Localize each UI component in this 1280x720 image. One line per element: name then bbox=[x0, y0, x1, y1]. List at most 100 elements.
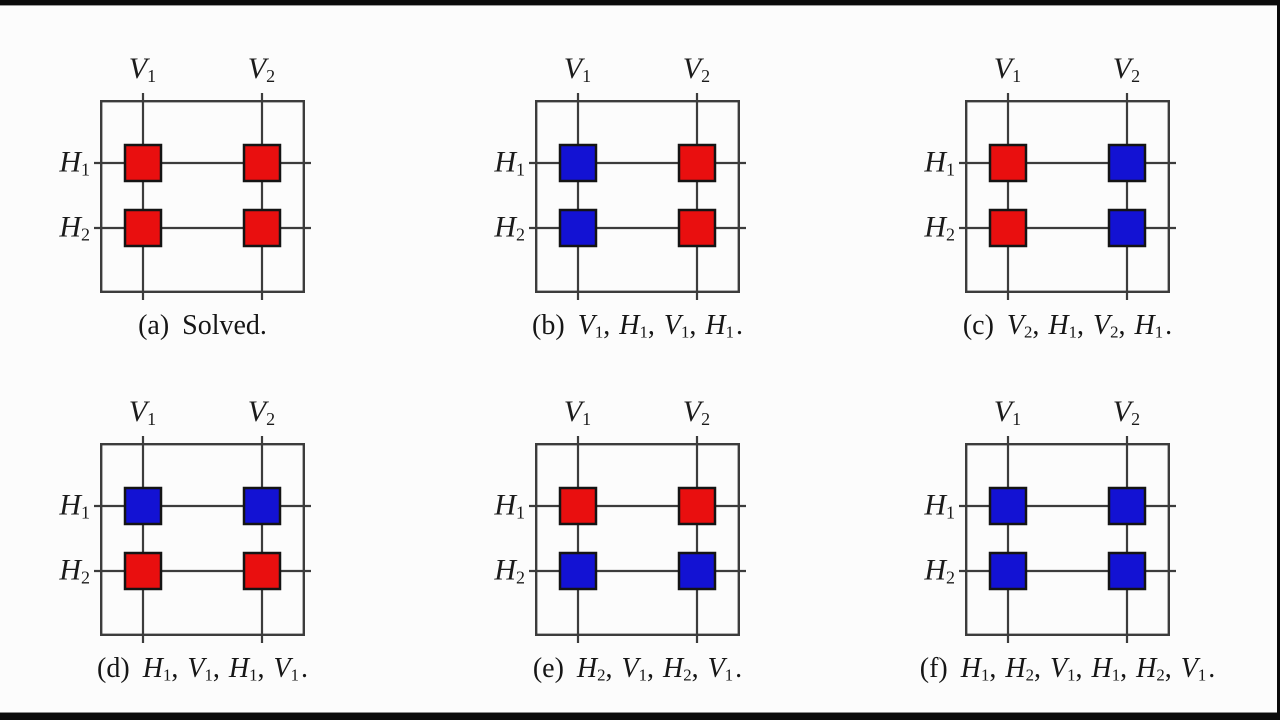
caption-move-c-4: H1 bbox=[1135, 310, 1164, 341]
row-label-h2-sub: 2 bbox=[516, 224, 525, 245]
caption-move-b-4-sub: 1 bbox=[725, 322, 734, 342]
caption-f: (f)H1,H2,V1,H1,H2,V1. bbox=[920, 653, 1215, 685]
square-h1-v2-red bbox=[242, 143, 282, 183]
square-h1-v1-red bbox=[558, 486, 598, 526]
caption-text-a: Solved. bbox=[182, 310, 267, 341]
caption-index-a: (a) bbox=[138, 310, 170, 341]
col-label-v2: V2 bbox=[1112, 395, 1140, 428]
caption-index-d: (d) bbox=[97, 653, 130, 684]
caption-move-d-2-sub: 1 bbox=[204, 665, 213, 685]
caption-move-d-3: H1 bbox=[229, 653, 258, 684]
caption-move-f-2: H2 bbox=[1005, 653, 1034, 684]
row-label-h2-sub: 2 bbox=[946, 567, 955, 588]
square-h1-v1-red bbox=[988, 143, 1028, 183]
caption-move-b-3-base: V bbox=[663, 310, 681, 341]
caption-index-f: (f) bbox=[919, 653, 948, 684]
square-h2-v2-red bbox=[242, 208, 282, 248]
puzzle-grid bbox=[529, 93, 746, 300]
col-label-v2-base: V bbox=[247, 52, 267, 85]
caption-move-c-1-base: V bbox=[1006, 310, 1025, 341]
caption-period: . bbox=[1165, 310, 1173, 341]
col-label-v1: V1 bbox=[563, 395, 591, 428]
caption-index-c: (c) bbox=[962, 310, 994, 341]
letterbox-right-bar bbox=[1277, 0, 1280, 720]
caption-move-b-1-base: V bbox=[577, 310, 595, 341]
caption-move-d-3-sub: 1 bbox=[249, 665, 258, 685]
col-label-v1-base: V bbox=[128, 52, 148, 85]
col-label-v2-base: V bbox=[247, 395, 267, 428]
letterbox-top-bar bbox=[0, 0, 1280, 6]
caption-move-f-2-sub: 2 bbox=[1025, 665, 1034, 685]
col-label-v1-sub: 1 bbox=[1012, 65, 1022, 86]
caption-separator: , bbox=[605, 653, 613, 684]
row-label-h2-base: H bbox=[494, 553, 516, 587]
square-h1-v2-red bbox=[677, 143, 717, 183]
grid-border bbox=[965, 100, 1171, 294]
square-h2-v1-blue bbox=[988, 551, 1028, 591]
caption-move-f-5: H2 bbox=[1136, 653, 1165, 684]
row-label-h2-sub: 2 bbox=[81, 224, 90, 245]
caption-index-b: (b) bbox=[532, 310, 565, 341]
grid-border bbox=[100, 443, 306, 637]
caption-period: . bbox=[300, 653, 308, 684]
row-label-h1-sub: 1 bbox=[81, 502, 90, 523]
square-h2-v2-red bbox=[677, 208, 717, 248]
row-label-h2: H2 bbox=[494, 553, 525, 587]
caption-a: (a) Solved. bbox=[138, 310, 267, 342]
row-label-h1-base: H bbox=[924, 488, 946, 522]
caption-move-e-4-sub: 1 bbox=[724, 665, 734, 685]
row-label-h2-base: H bbox=[59, 553, 81, 587]
square-h2-v1-blue bbox=[558, 208, 598, 248]
row-label-h1-sub: 1 bbox=[516, 502, 525, 523]
col-label-v2-sub: 2 bbox=[701, 65, 711, 86]
caption-period: . bbox=[735, 310, 743, 341]
col-label-v1-base: V bbox=[993, 52, 1013, 85]
row-label-h1: H1 bbox=[59, 490, 90, 523]
square-h1-v1-red bbox=[123, 143, 163, 183]
col-label-v2-sub: 2 bbox=[266, 408, 276, 429]
square-h1-v1-blue bbox=[558, 143, 598, 183]
row-label-h1: H1 bbox=[494, 147, 525, 180]
row-label-h2-sub: 2 bbox=[81, 567, 90, 588]
col-label-v1-sub: 1 bbox=[582, 65, 592, 86]
row-label-h1-sub: 1 bbox=[516, 159, 525, 180]
caption-move-d-4: V1 bbox=[273, 653, 299, 684]
caption-separator: , bbox=[691, 653, 699, 684]
square-h1-v2-red bbox=[677, 486, 717, 526]
caption-separator: , bbox=[603, 310, 611, 341]
square-h2-v1-red bbox=[988, 208, 1028, 248]
caption-move-f-4: H1 bbox=[1091, 653, 1120, 684]
row-label-h2: H2 bbox=[924, 553, 955, 588]
col-label-v2-base: V bbox=[1112, 395, 1132, 428]
caption-move-d-1: H1 bbox=[143, 653, 172, 684]
col-label-v1-sub: 1 bbox=[1012, 408, 1022, 429]
row-label-h1: H1 bbox=[494, 490, 525, 523]
col-label-v1-base: V bbox=[563, 395, 583, 428]
caption-move-d-1-base: H bbox=[142, 653, 163, 684]
col-label-v2: V2 bbox=[683, 54, 711, 86]
col-label-v1-sub: 1 bbox=[147, 408, 157, 429]
caption-move-e-2-base: V bbox=[621, 653, 639, 684]
caption-e: (e)H2,V1,H2,V1. bbox=[533, 653, 742, 685]
square-h1-v2-blue bbox=[242, 486, 282, 526]
caption-move-c-2-base: H bbox=[1048, 310, 1069, 341]
caption-separator: , bbox=[689, 310, 697, 341]
caption-move-f-5-sub: 2 bbox=[1156, 665, 1165, 685]
puzzle-grid bbox=[94, 93, 311, 300]
caption-move-f-2-base: H bbox=[1005, 653, 1026, 684]
caption-move-c-3: V2 bbox=[1093, 310, 1119, 341]
caption-move-c-2: H1 bbox=[1048, 310, 1077, 341]
caption-move-f-1: H1 bbox=[961, 653, 990, 684]
puzzle-grid bbox=[959, 93, 1176, 300]
caption-move-b-1-sub: 1 bbox=[594, 322, 604, 342]
caption-separator: , bbox=[1032, 310, 1040, 341]
caption-move-b-2: H1 bbox=[619, 310, 648, 341]
row-label-h2-base: H bbox=[924, 553, 946, 587]
caption-move-e-2: V1 bbox=[622, 653, 648, 684]
caption-move-f-3-sub: 1 bbox=[1067, 665, 1076, 685]
caption-move-d-4-base: V bbox=[273, 653, 291, 684]
row-label-h1-base: H bbox=[924, 145, 946, 179]
caption-move-b-3: V1 bbox=[664, 310, 690, 341]
square-h1-v1-blue bbox=[123, 486, 163, 526]
